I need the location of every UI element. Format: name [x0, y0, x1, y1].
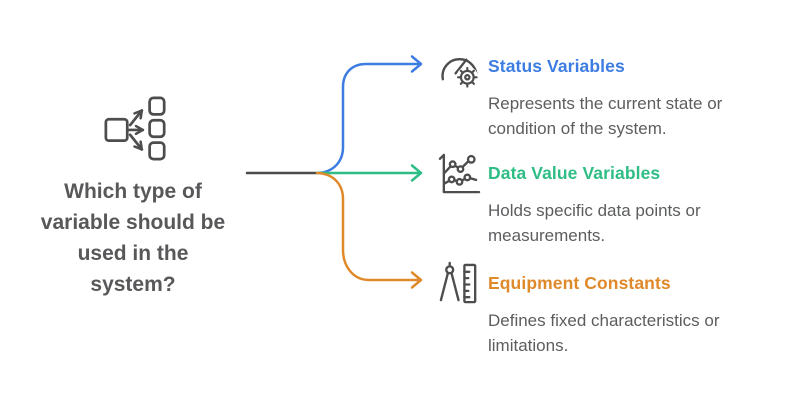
connector-data-value — [315, 164, 423, 182]
gauge-gear-icon — [436, 44, 483, 91]
arrowhead-data-value — [410, 164, 423, 182]
branch-title: Equipment Constants — [488, 273, 671, 293]
line-chart-icon — [436, 151, 483, 198]
compass-ruler-icon — [436, 261, 483, 308]
arrowhead-equipment — [410, 271, 423, 289]
branch-description: Holds specific data points or measuremen… — [488, 201, 701, 245]
branch-status-variables: Status Variables Represents the current … — [436, 44, 788, 144]
connector-equipment — [315, 171, 423, 289]
arrowhead-status — [410, 55, 423, 73]
connector-status — [315, 55, 423, 175]
branch-icon — [101, 93, 171, 163]
branch-title: Status Variables — [488, 56, 625, 76]
branch-title: Data Value Variables — [488, 163, 661, 183]
branch-equipment-constants: Equipment Constants Defines fixed charac… — [436, 261, 788, 361]
question-text: Which type of variable should be used in… — [40, 180, 226, 296]
branch-data-value-variables: Data Value Variables Holds specific data… — [436, 151, 788, 251]
branch-description: Represents the current state or conditio… — [488, 94, 723, 138]
branch-description: Defines fixed characteristics or limitat… — [488, 311, 720, 355]
